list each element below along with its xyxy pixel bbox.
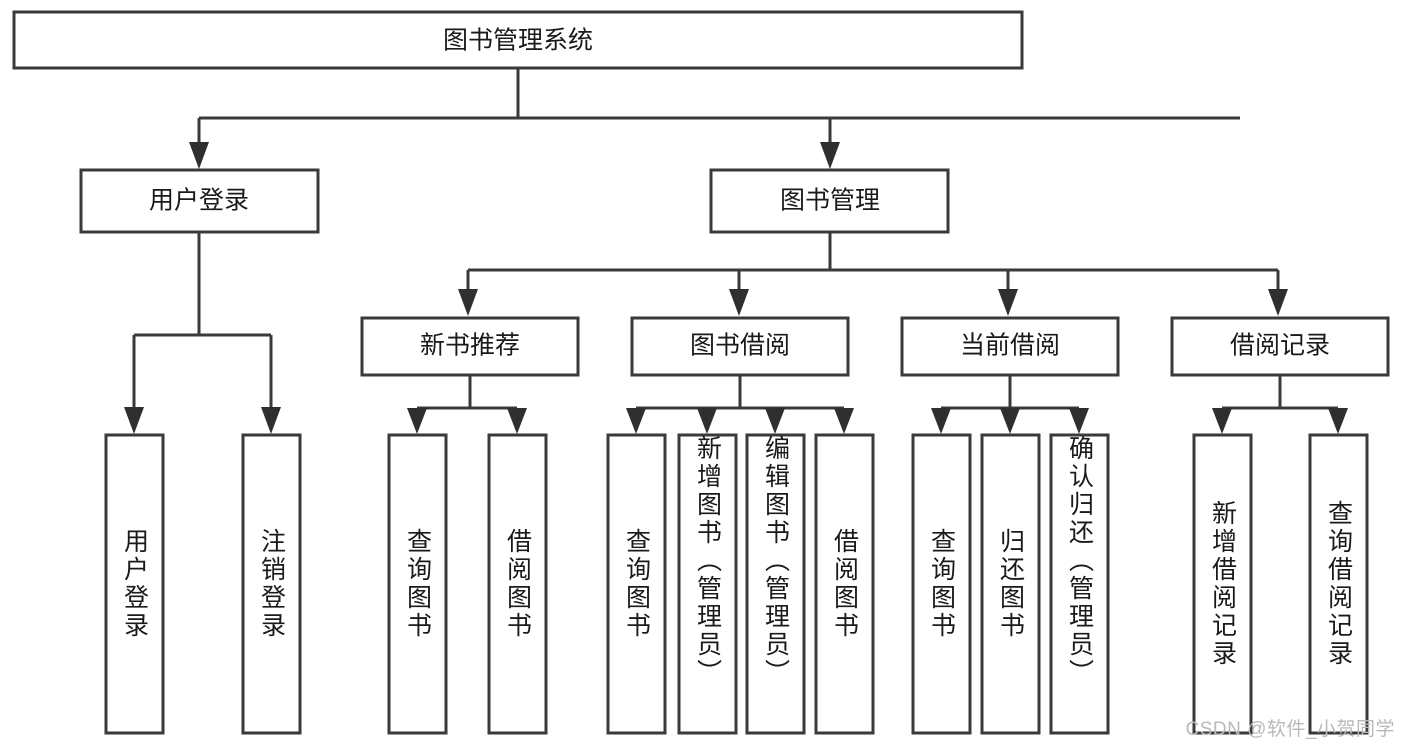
node-new-book-recommend-label: 新书推荐 xyxy=(420,332,520,360)
node-current-borrow[interactable]: 当前借阅 xyxy=(900,316,1120,377)
node-book-borrow[interactable]: 图书借阅 xyxy=(630,316,850,377)
connector-root-to-level2 xyxy=(189,68,1240,169)
node-borrow-record[interactable]: 借阅记录 xyxy=(1170,316,1390,377)
connector-newbook-to-leaves xyxy=(407,375,527,434)
node-user-login-label: 用户登录 xyxy=(149,187,249,215)
node-book-borrow-label: 图书借阅 xyxy=(690,332,790,360)
leaf-box-query-book-3[interactable] xyxy=(911,433,972,735)
connector-currentborrow-to-leaves xyxy=(931,375,1089,434)
leaf-box-add-book[interactable] xyxy=(677,433,738,735)
leaf-box-borrow-book-1[interactable] xyxy=(487,433,548,735)
leaf-box-edit-book[interactable] xyxy=(745,433,806,735)
leaf-box-query-record[interactable] xyxy=(1308,433,1369,735)
leaf-box-query-book-2[interactable] xyxy=(606,433,667,735)
leaf-box-add-record[interactable] xyxy=(1192,433,1253,735)
node-borrow-record-label: 借阅记录 xyxy=(1230,332,1330,360)
connector-bookborrow-to-leaves xyxy=(626,375,854,434)
leaf-box-return-book[interactable] xyxy=(980,433,1041,735)
connector-borrowrecord-to-leaves xyxy=(1212,375,1348,434)
node-root-label: 图书管理系统 xyxy=(443,27,593,55)
node-book-manage[interactable]: 图书管理 xyxy=(709,168,950,234)
csdn-watermark: CSDN @软件_小贺同学 xyxy=(1185,719,1395,740)
node-current-borrow-label: 当前借阅 xyxy=(960,332,1060,360)
node-book-manage-label: 图书管理 xyxy=(780,187,880,215)
leaf-box-borrow-book-2[interactable] xyxy=(814,433,875,735)
leaf-box-query-book-1[interactable] xyxy=(387,433,448,735)
leaf-box-user-logout[interactable] xyxy=(241,433,302,735)
connector-userlogin-to-leaves xyxy=(124,232,281,434)
leaf-box-user-login[interactable] xyxy=(104,433,165,735)
connector-bookmanage-to-level3 xyxy=(458,232,1288,316)
node-root-system[interactable]: 图书管理系统 xyxy=(12,10,1024,70)
node-new-book-recommend[interactable]: 新书推荐 xyxy=(360,316,580,377)
node-user-login[interactable]: 用户登录 xyxy=(79,168,320,234)
leaf-box-confirm-return[interactable] xyxy=(1049,433,1110,735)
leaf-boxes xyxy=(104,433,1369,735)
